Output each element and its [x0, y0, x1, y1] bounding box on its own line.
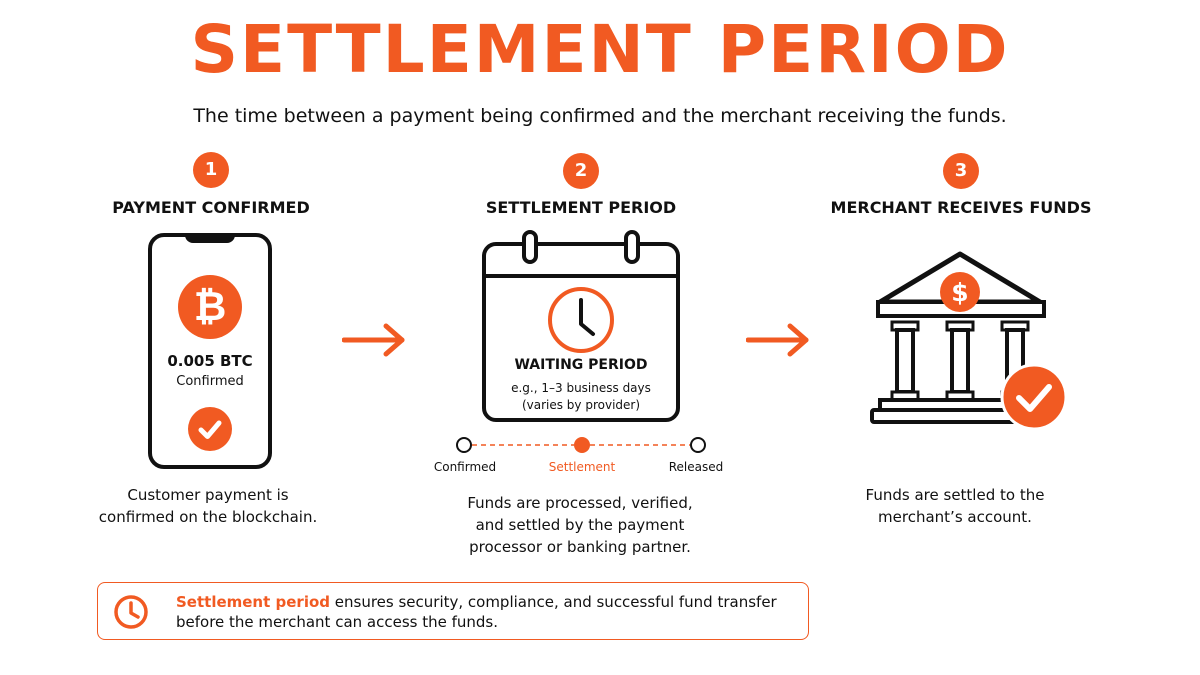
timeline-dot-confirmed — [456, 437, 472, 453]
page-subtitle: The time between a payment being confirm… — [193, 105, 1007, 127]
step-1-title: PAYMENT CONFIRMED — [112, 198, 310, 217]
arrow-right-icon — [746, 323, 809, 357]
page-title: SETTLEMENT PERIOD — [190, 11, 1010, 88]
calendar-clock-icon — [482, 230, 680, 422]
phone-notch — [185, 233, 235, 243]
step-3-caption: Funds are settled to the merchant’s acco… — [865, 486, 1045, 526]
smartphone-bitcoin-icon: ₿ 0.005 BTC Confirmed — [148, 233, 272, 469]
settlement-timeline — [456, 437, 706, 453]
waiting-period-note: (varies by provider) — [521, 398, 641, 412]
payment-status: Confirmed — [176, 374, 244, 389]
clock-icon — [114, 595, 148, 629]
step-2-number: 2 — [563, 153, 599, 189]
bank-check-icon: $ — [870, 251, 1068, 430]
step-2-title: SETTLEMENT PERIOD — [485, 198, 677, 217]
timeline-label-settlement: Settlement — [548, 460, 616, 474]
timeline-dot-released — [690, 437, 706, 453]
note-highlight: Settlement period — [176, 593, 330, 611]
waiting-period-label: WAITING PERIOD — [514, 357, 648, 373]
svg-text:$: $ — [951, 278, 968, 307]
note-text: Settlement period ensures security, comp… — [176, 592, 796, 632]
arrow-right-icon — [342, 323, 405, 357]
step-3-title: MERCHANT RECEIVES FUNDS — [830, 198, 1092, 217]
timeline-dot-settlement — [574, 437, 590, 453]
note-line-2: before the merchant can access the funds… — [176, 613, 499, 631]
btc-amount: 0.005 BTC — [167, 352, 253, 370]
step-2-caption: Funds are processed, verified, and settl… — [467, 494, 693, 556]
info-note-box: Settlement period ensures security, comp… — [97, 582, 809, 640]
step-1-caption: Customer payment is confirmed on the blo… — [98, 486, 318, 526]
timeline-label-released: Released — [668, 460, 724, 474]
waiting-period-duration: e.g., 1–3 business days — [511, 381, 651, 395]
step-3-number: 3 — [943, 153, 979, 189]
bitcoin-icon: ₿ — [178, 275, 242, 339]
note-text-rest: ensures security, compliance, and succes… — [330, 593, 777, 611]
step-1-number: 1 — [193, 152, 229, 188]
check-icon — [188, 407, 232, 451]
timeline-label-confirmed: Confirmed — [433, 460, 497, 474]
